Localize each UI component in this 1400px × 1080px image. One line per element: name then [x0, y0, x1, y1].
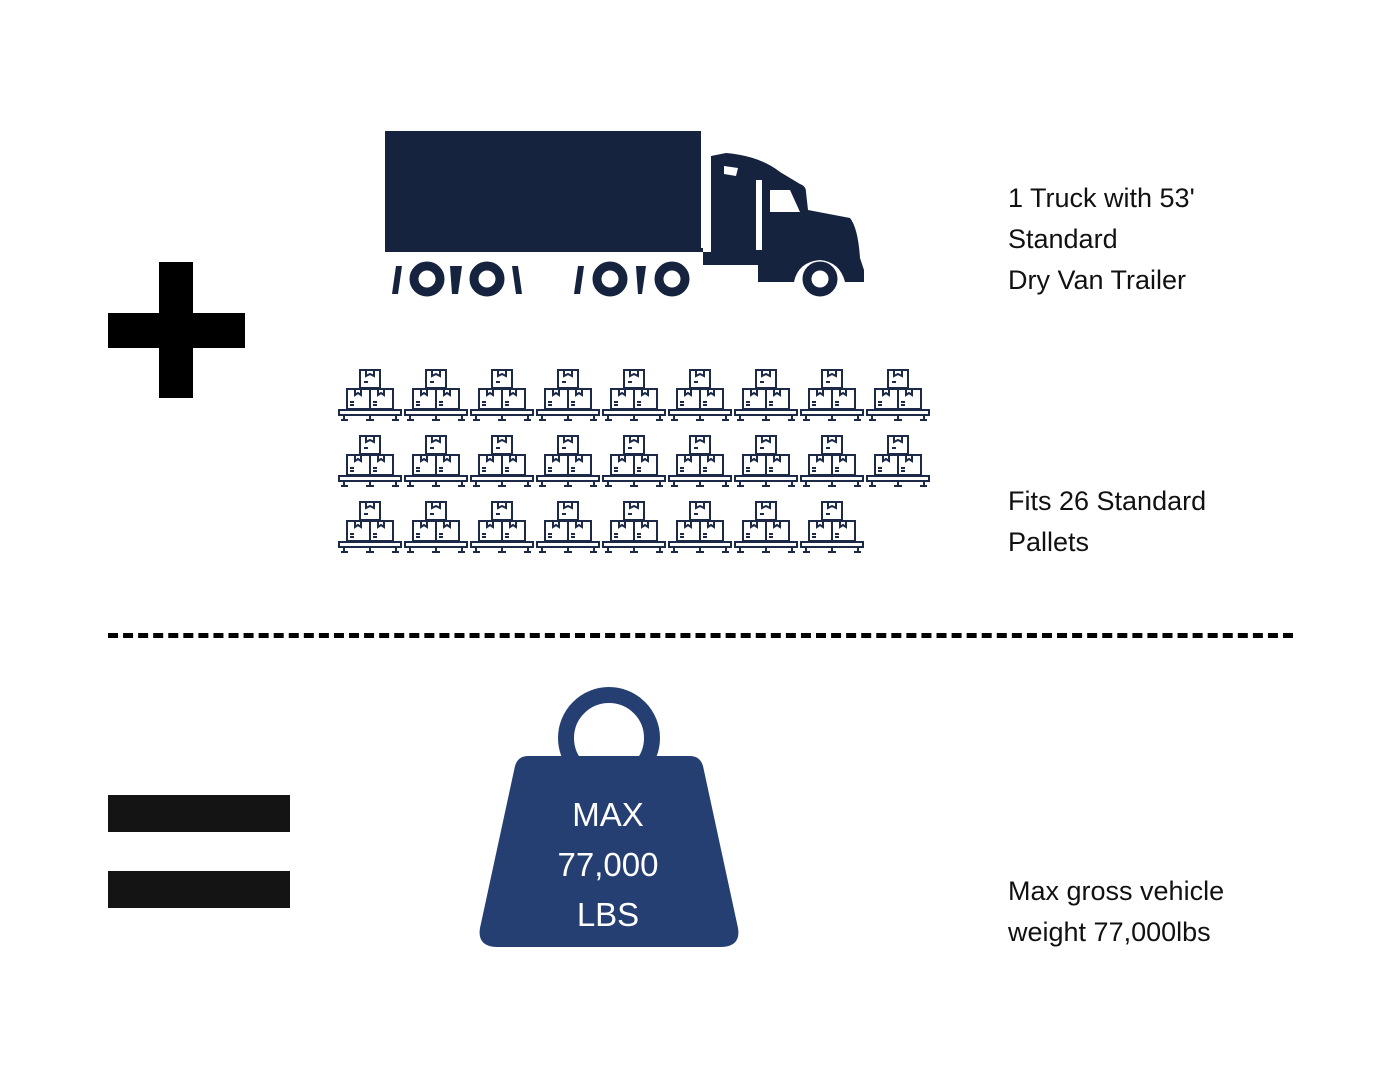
pallet-boxes-icon [602, 498, 666, 563]
pallet-boxes-icon [800, 498, 864, 563]
pallet-boxes-icon [470, 366, 534, 431]
semi-truck-icon [385, 131, 864, 297]
pallet-boxes-icon [536, 366, 600, 431]
pallet-boxes-icon [668, 498, 732, 563]
pallet-boxes-icon [338, 366, 402, 431]
weight-limit-text: MAX 77,000 LBS [557, 796, 659, 933]
pallet-boxes-icon [602, 432, 666, 497]
pallet-boxes-icon [536, 432, 600, 497]
pallet-boxes-icon [404, 432, 468, 497]
pallet-boxes-icon [404, 498, 468, 563]
pallet-boxes-icon [404, 366, 468, 431]
pallet-boxes-icon [536, 498, 600, 563]
equals-top-bar [108, 795, 290, 832]
equals-bottom-bar [108, 871, 290, 908]
pallet-boxes-icon [338, 432, 402, 497]
pallet-boxes-icon [668, 366, 732, 431]
pallet-boxes-icon [602, 366, 666, 431]
kettlebell-weight-icon [479, 687, 739, 947]
pallet-boxes-icon [800, 432, 864, 497]
pallet-boxes-icon [470, 432, 534, 497]
pallet-boxes-icon [338, 498, 402, 563]
weight-label: Max gross vehicle weight 77,000lbs [1008, 876, 1225, 947]
truck-label: 1 Truck with 53' Standard Dry Van Traile… [1008, 183, 1195, 295]
pallet-boxes-icon [866, 366, 930, 431]
pallet-boxes-icon [734, 498, 798, 563]
pallet-grid [338, 366, 938, 566]
pallet-boxes-icon [866, 432, 930, 497]
pallet-boxes-icon [668, 432, 732, 497]
pallets-label: Fits 26 Standard Pallets [1008, 486, 1207, 557]
pallet-boxes-icon [800, 366, 864, 431]
pallet-boxes-icon [734, 432, 798, 497]
dashed-divider [108, 633, 1293, 638]
plus-horizontal-bar [108, 313, 245, 348]
pallet-boxes-icon [734, 366, 798, 431]
pallet-boxes-icon [470, 498, 534, 563]
